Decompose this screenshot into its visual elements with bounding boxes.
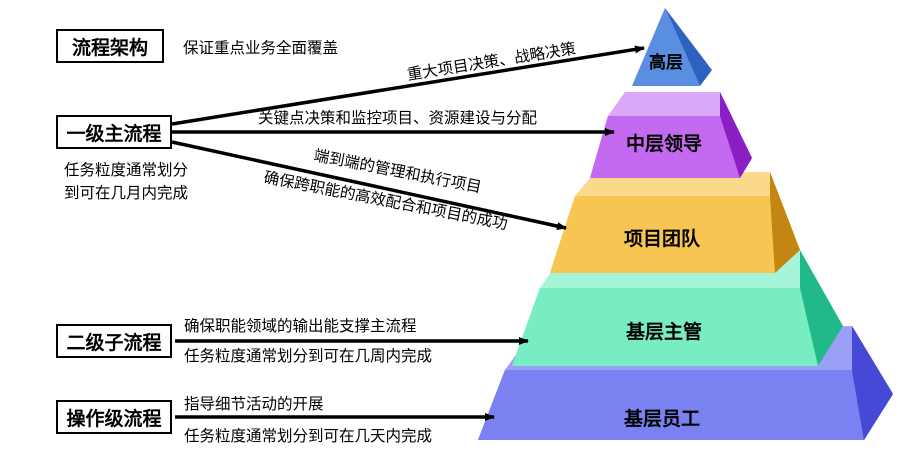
operation-process-desc-1: 指导细节活动的开展 [184,395,324,413]
sub-process-desc-2: 任务粒度通常划分到可在几周内完成 [184,347,433,365]
level-label-middle: 中层领导 [626,132,702,155]
level-label-base-staff: 基层员工 [623,407,700,430]
pyramid-level-project-team: 项目团队 [550,172,800,273]
process-architecture-desc: 保证重点业务全面覆盖 [183,39,339,57]
main-process-box: 一级主流程 [56,115,172,149]
main-process-desc-2: 到可在几月内完成 [64,184,189,202]
operation-process-box: 操作级流程 [56,400,172,434]
sub-process-box: 二级子流程 [56,324,172,358]
operation-process-desc-2: 任务粒度通常划分到可在几天内完成 [184,427,433,445]
arrow-to-top [171,45,645,126]
sub-process-desc-1: 确保职能领域的输出能支撑主流程 [184,317,417,335]
pyramid-level-top: 高层 [632,8,712,86]
process-architecture-box: 流程架构 [56,29,164,63]
pyramid-level-middle: 中层领导 [590,92,752,178]
main-process-desc-1: 任务粒度通常划分 [64,161,189,179]
level-label-base-manager: 基层主管 [625,320,702,343]
arrow-to-project [171,140,567,230]
arrow-label-middle: 关键点决策和监控项目、资源建设与分配 [258,109,537,127]
level-label-top: 高层 [649,52,683,73]
level-label-project-team: 项目团队 [624,227,701,250]
